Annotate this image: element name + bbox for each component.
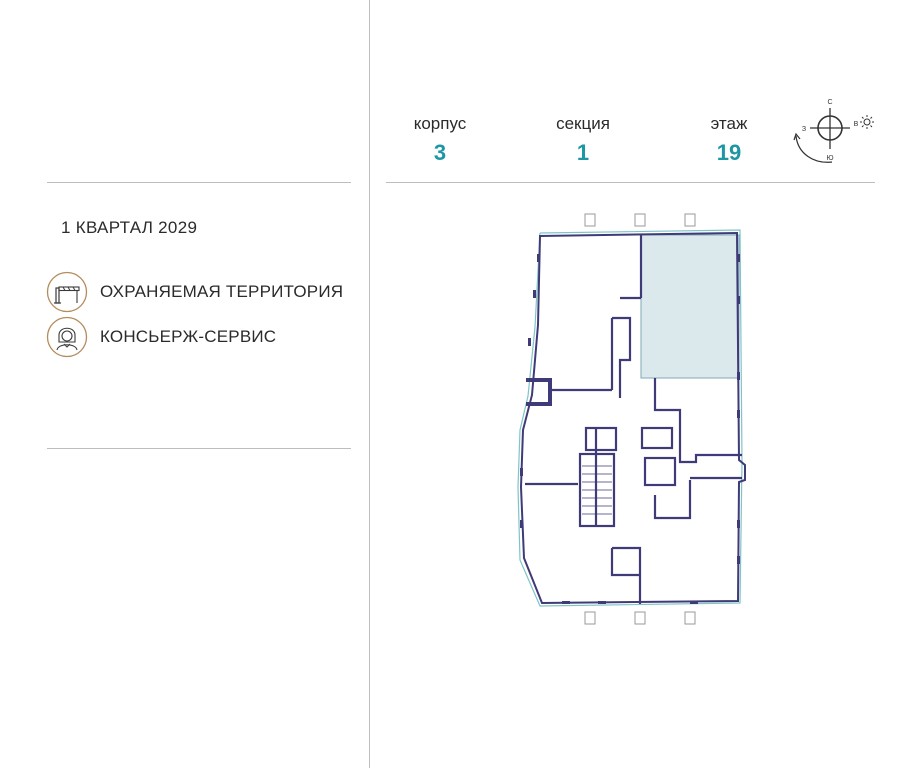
feature-guarded-territory: ОХРАНЯЕМАЯ ТЕРРИТОРИЯ [46,271,343,313]
stat-label: этаж [710,114,748,133]
stat-floor: этаж 19 [674,114,784,166]
left-bottom-divider [47,448,351,449]
compass-icon: С Ю З В [793,99,874,163]
floor-plan [517,213,746,625]
stat-value: 1 [576,140,590,165]
compass-south: Ю [826,155,833,162]
feature-concierge: КОНСЬЕРЖ-СЕРВИС [46,316,276,358]
stat-value: 3 [433,140,447,165]
staircase [582,465,612,515]
completion-date: 1 КВАРТАЛ 2029 [61,218,198,237]
compass-west: З [802,126,806,133]
concierge-icon [46,316,88,358]
stat-section: секция 1 [528,114,638,166]
ac-units [584,213,696,625]
feature-label: КОНСЬЕРЖ-СЕРВИС [100,327,277,346]
feature-label: ОХРАНЯЕМАЯ ТЕРРИТОРИЯ [100,282,344,301]
barrier-icon [46,271,88,313]
stat-label: корпус [413,114,467,133]
compass-east: В [854,121,859,128]
compass-north: С [827,99,832,106]
selected-apartment[interactable] [640,234,740,379]
balcony-niche [526,378,552,406]
facade-glazing [517,229,743,607]
right-header-divider [386,182,875,183]
window-mullions [520,254,740,604]
interior-walls [525,235,742,604]
stat-label: секция [556,114,610,133]
vertical-divider [369,0,370,768]
left-top-divider [47,182,351,183]
stat-building: корпус 3 [385,114,495,166]
stat-value: 19 [716,140,742,165]
sun-icon [860,115,874,129]
